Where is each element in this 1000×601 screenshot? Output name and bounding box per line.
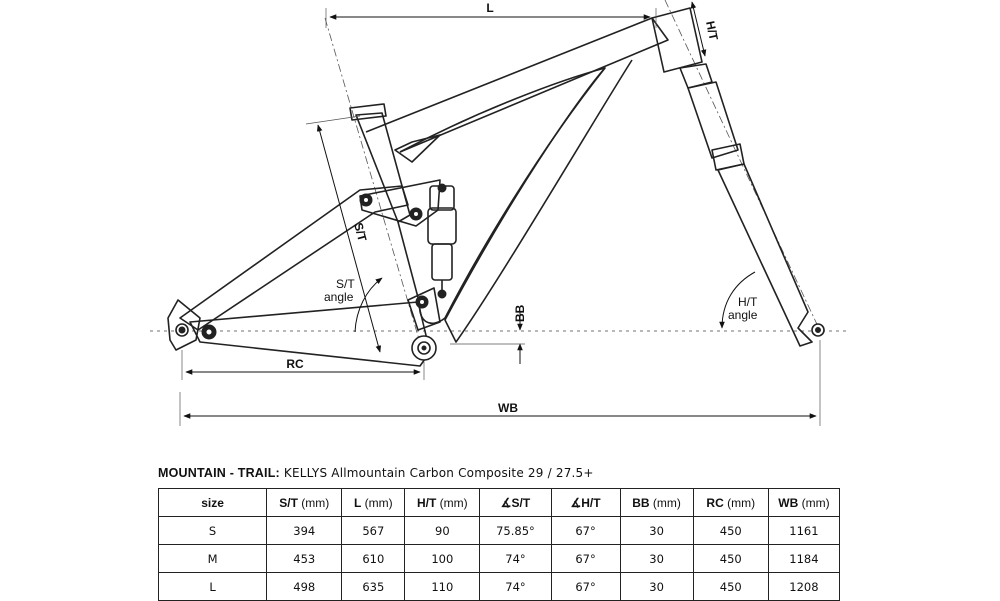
column-unit: (mm) — [297, 495, 330, 510]
column-header: ∡H/T — [550, 488, 621, 517]
frame — [167, 7, 703, 367]
column-name: RC — [706, 495, 724, 510]
label-ST-angle-2: angle — [324, 290, 354, 304]
column-header: L (mm) — [341, 488, 406, 517]
link-plate — [407, 287, 441, 331]
spec-category: MOUNTAIN - TRAIL: — [158, 466, 280, 480]
column-name: WB — [778, 495, 799, 510]
head-tube-axis — [664, 0, 823, 336]
table-cell: 394 — [266, 516, 343, 545]
column-header: BB (mm) — [619, 488, 694, 517]
column-name: size — [201, 495, 224, 510]
label-ST-angle-1: S/T — [336, 277, 355, 291]
table-cell: 100 — [404, 544, 481, 573]
table-cell: 74° — [479, 544, 552, 573]
label-HT-angle-1: H/T — [738, 295, 758, 309]
label-RC: RC — [286, 357, 304, 371]
spec-heading: MOUNTAIN - TRAIL:KELLYS Allmountain Carb… — [158, 466, 594, 480]
rear-shock — [427, 185, 457, 292]
seatpost-stub — [349, 103, 387, 121]
column-unit: (mm) — [798, 495, 830, 510]
column-header: H/T (mm) — [404, 488, 481, 517]
table-cell: 30 — [619, 516, 694, 545]
table-cell: 450 — [692, 572, 769, 601]
table-cell: 1161 — [767, 516, 841, 545]
label-BB: BB — [513, 304, 527, 322]
table-cell: 498 — [266, 572, 343, 601]
table-cell: 75.85° — [479, 516, 552, 545]
table-cell: 635 — [341, 572, 406, 601]
label-HT: H/T — [703, 20, 721, 42]
column-name: BB — [632, 495, 650, 510]
head-tube — [651, 7, 703, 73]
column-header: RC (mm) — [692, 488, 769, 517]
top-tube — [365, 17, 669, 153]
table-cell: 90 — [404, 516, 481, 545]
down-tube — [444, 59, 633, 343]
pivots — [175, 183, 825, 361]
table-cell: S — [157, 516, 268, 545]
column-name: L — [353, 495, 362, 510]
seatstay — [179, 185, 409, 331]
table-cell: 67° — [550, 516, 621, 545]
table-cell: 67° — [550, 572, 621, 601]
table-cell: 30 — [619, 544, 694, 573]
column-unit: (mm) — [723, 495, 756, 510]
column-unit: (mm) — [649, 495, 681, 510]
front-triangle — [397, 67, 606, 324]
label-HT-angle-2: angle — [728, 308, 758, 322]
rear-dropout — [167, 299, 201, 351]
column-header: ∡S/T — [479, 488, 552, 517]
table-cell: 610 — [341, 544, 406, 573]
bike-frame-diagram: L H/T S/T S/T angle H/T angle BB RC WB — [150, 0, 850, 426]
table-cell: M — [157, 544, 268, 573]
label-L: L — [486, 1, 493, 15]
dimension-lines — [179, 1, 821, 426]
label-ST: S/T — [351, 221, 370, 243]
column-header: WB (mm) — [767, 488, 841, 517]
top-tube-cutout — [394, 134, 441, 163]
table-cell: 1184 — [767, 544, 841, 573]
table-cell: 30 — [619, 572, 694, 601]
table-cell: 450 — [692, 516, 769, 545]
column-name: ∡H/T — [570, 495, 601, 510]
column-name: ∡S/T — [500, 495, 531, 510]
table-cell: 74° — [479, 572, 552, 601]
column-header: size — [157, 488, 268, 517]
fork — [679, 63, 813, 347]
table-cell: 1208 — [767, 572, 841, 601]
column-name: H/T — [416, 495, 437, 510]
table-cell: 450 — [692, 544, 769, 573]
column-unit: (mm) — [436, 495, 468, 510]
table-cell: 67° — [550, 544, 621, 573]
table-cell: L — [157, 572, 268, 601]
table-cell: 110 — [404, 572, 481, 601]
column-name: S/T — [279, 495, 298, 510]
column-unit: (mm) — [361, 495, 393, 510]
table-cell: 453 — [266, 544, 343, 573]
column-header: S/T (mm) — [266, 488, 343, 517]
label-WB: WB — [498, 401, 518, 415]
table-cell: 567 — [341, 516, 406, 545]
spec-model: KELLYS Allmountain Carbon Composite 29 /… — [283, 466, 594, 480]
